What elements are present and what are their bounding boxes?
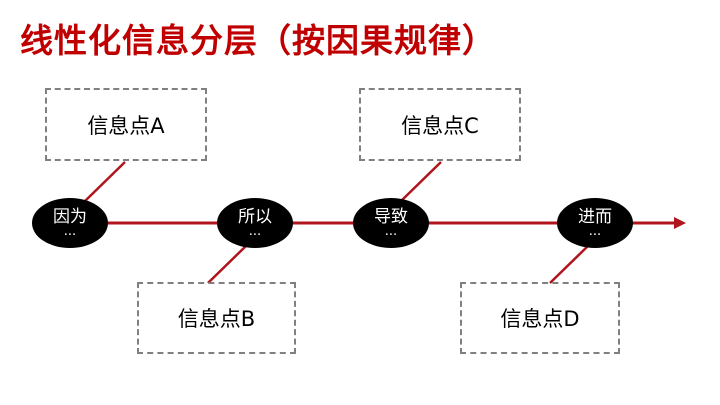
info-box-label: 信息点D (500, 307, 580, 331)
node-label: 所以 (238, 207, 272, 227)
info-box-label: 信息点C (401, 113, 479, 138)
info-box-label: 信息点A (87, 113, 165, 138)
info-box-c: 信息点C (359, 88, 521, 161)
node-ellipsis: ... (588, 224, 602, 239)
node-furthermore: 进而... (557, 198, 633, 248)
connector-a (83, 161, 126, 203)
node-leads-to: 导致... (353, 198, 429, 248)
node-label: 进而 (578, 207, 612, 227)
timeline-arrowhead (674, 217, 686, 229)
node-ellipsis: ... (248, 224, 262, 239)
connector-b (207, 243, 249, 284)
info-box-b: 信息点B (137, 282, 296, 354)
node-therefore: 所以... (217, 198, 293, 248)
node-label: 导致 (374, 207, 408, 227)
info-box-d: 信息点D (460, 282, 620, 354)
node-ellipsis: ... (384, 224, 398, 239)
slide-title: 线性化信息分层（按因果规律） (20, 21, 496, 60)
node-label: 因为 (53, 207, 87, 227)
info-box-label: 信息点B (177, 307, 256, 331)
node-because: 因为... (32, 198, 108, 248)
node-ellipsis: ... (63, 224, 77, 239)
connector-c (399, 161, 442, 203)
info-box-a: 信息点A (45, 88, 207, 161)
connector-d (549, 243, 591, 284)
